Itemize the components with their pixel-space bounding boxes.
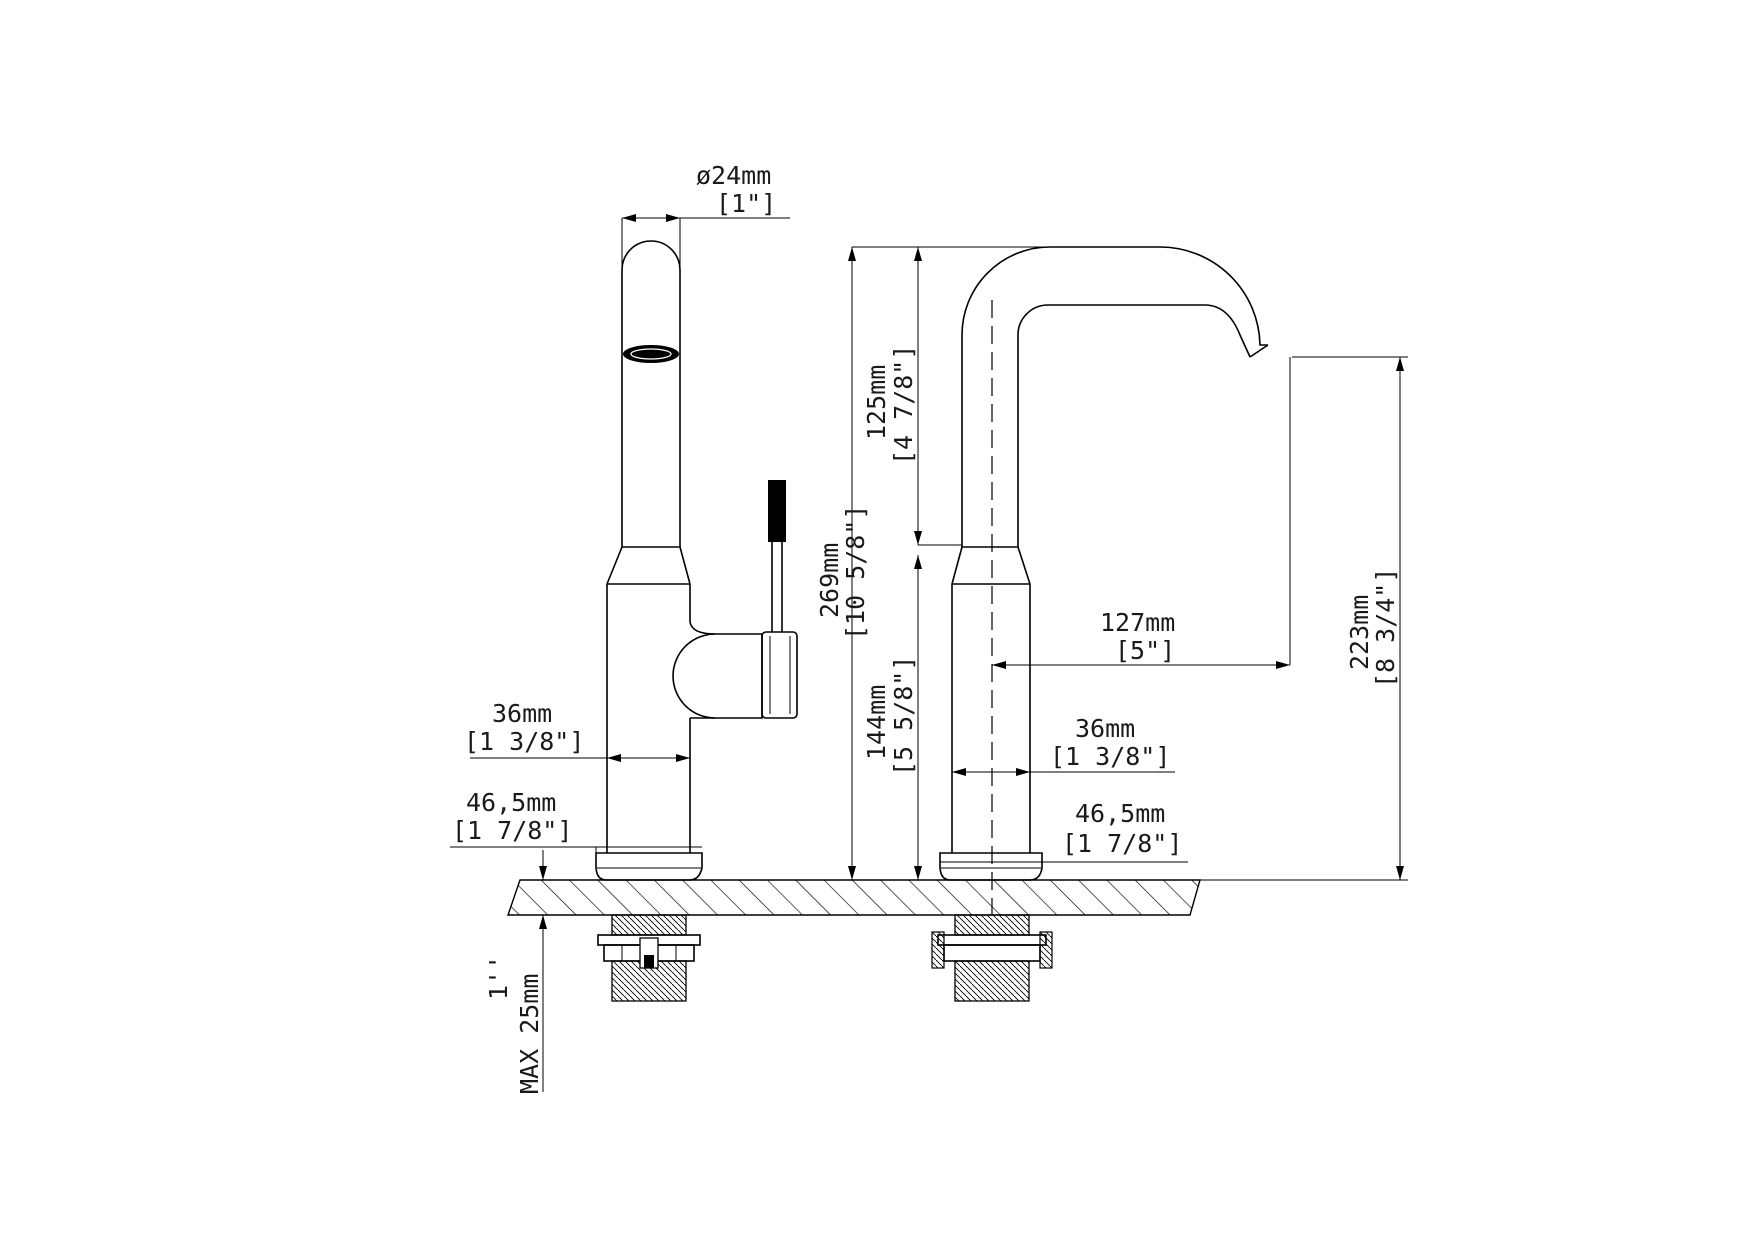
- dim-reach-mm: 127mm: [1100, 608, 1175, 637]
- dim-side-body-width-in: [1 3/8"]: [464, 727, 584, 756]
- dim-front-base-width-in: [1 7/8"]: [1062, 829, 1182, 858]
- dim-front-base-width-mm: 46,5mm: [1075, 799, 1165, 828]
- screw-left-icon: [931, 931, 945, 969]
- dim-body-height-mm: 144mm: [862, 685, 891, 760]
- dim-spout-height-mm: 125mm: [862, 365, 891, 440]
- dim-spout-height-in: [4 7/8"]: [889, 345, 918, 465]
- dim-side-base-width-mm: 46,5mm: [466, 788, 556, 817]
- dim-side-body-width-mm: 36mm: [492, 699, 552, 728]
- dim-total-height-mm: 269mm: [815, 543, 844, 618]
- dim-top-diameter-mm: ø24mm: [696, 161, 771, 190]
- dimension-lines: ø24mm [1"] 36mm [1 3/8"] 46,5mm [1 7/8"]…: [450, 161, 1408, 1094]
- dim-total-height-in: [10 5/8"]: [841, 505, 870, 640]
- dim-reach-in: [5"]: [1115, 636, 1175, 665]
- side-view-faucet: [595, 240, 798, 1002]
- dim-front-body-width-in: [1 3/8"]: [1050, 742, 1170, 771]
- dimension-arrows: [539, 214, 1404, 929]
- countertop-section: [507, 879, 1201, 916]
- dim-outlet-height-mm: 223mm: [1345, 595, 1374, 670]
- screw-right-icon: [1039, 931, 1053, 969]
- dim-outlet-height-in: [8 3/4"]: [1371, 568, 1400, 688]
- lever-handle-icon: [768, 480, 786, 542]
- front-view-faucet: [931, 246, 1269, 1002]
- aerator-icon: [623, 345, 679, 363]
- dim-body-height-in: [5 5/8"]: [889, 656, 918, 776]
- dim-top-diameter-in: [1"]: [716, 189, 776, 218]
- dim-side-base-width-in: [1 7/8"]: [452, 816, 572, 845]
- dim-front-body-width-mm: 36mm: [1075, 714, 1135, 743]
- dim-deck-thickness-mm: MAX 25mm: [515, 974, 544, 1094]
- dim-deck-thickness-in: 1'': [484, 955, 513, 1000]
